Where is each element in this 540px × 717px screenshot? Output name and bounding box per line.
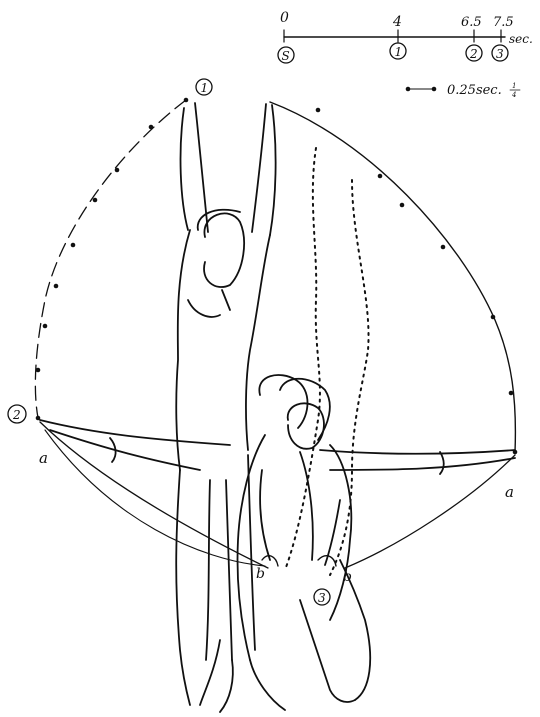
- legend-fraction-bottom: 4: [511, 91, 516, 99]
- legend-dot: [432, 87, 437, 92]
- left-hand-trajectory: [35, 100, 186, 418]
- position-marker-1: 1: [196, 79, 212, 95]
- svg-text:2: 2: [12, 408, 21, 422]
- left-lower-arc: [45, 430, 265, 566]
- legend: 0.25sec. 1 4: [406, 82, 520, 99]
- timeline-marker-1: 1: [390, 43, 406, 59]
- svg-text:1: 1: [395, 45, 403, 59]
- right-descent-trajectory: [345, 455, 515, 568]
- kneeling-figure: [200, 375, 370, 712]
- svg-text:2: 2: [469, 47, 478, 61]
- timeline-marker-start: S: [278, 47, 294, 63]
- position-marker-3: 3: [314, 589, 330, 605]
- timeline-marker-3: 3: [492, 45, 508, 61]
- outstretched-arms: [40, 420, 515, 474]
- timeline-marker-2: 2: [466, 45, 482, 61]
- svg-text:3: 3: [318, 591, 326, 605]
- timeline-value-6-5: 6.5: [461, 15, 482, 30]
- dotted-trajectory-2: [330, 180, 369, 575]
- left-trajectory-dots: [36, 98, 189, 421]
- position-marker-2: 2: [8, 405, 26, 423]
- legend-interval-label: 0.25sec.: [447, 83, 502, 98]
- svg-text:1: 1: [201, 81, 209, 95]
- point-label-b-left: b: [256, 566, 265, 582]
- timeline-value-0: 0: [280, 10, 289, 26]
- point-label-a-right: a: [505, 483, 514, 501]
- right-trajectory-dots: [316, 108, 518, 455]
- svg-text:S: S: [282, 49, 290, 63]
- left-descent-trajectory: [40, 422, 268, 568]
- point-label-a-left: a: [39, 449, 48, 467]
- dotted-trajectory-1: [285, 148, 320, 570]
- timeline: 0 4 6.5 7.5 sec. S 1 2 3: [278, 10, 533, 63]
- standing-figure: [176, 103, 275, 705]
- timeline-value-7-5: 7.5: [493, 15, 514, 30]
- svg-text:3: 3: [496, 47, 504, 61]
- timeline-unit-label: sec.: [509, 32, 533, 46]
- legend-fraction-top: 1: [512, 82, 516, 90]
- timeline-value-4: 4: [392, 14, 402, 30]
